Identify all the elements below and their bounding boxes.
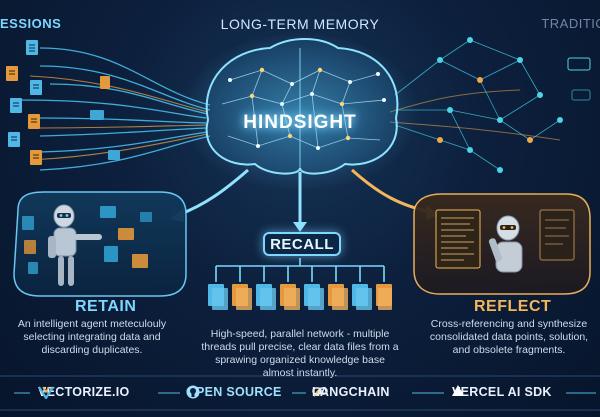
long-term-memory-header: LONG-TERM MEMORY xyxy=(220,16,380,32)
recall-description: High-speed, parallel network - multiple … xyxy=(201,328,399,379)
sessions-header: ESSIONS xyxy=(0,16,62,31)
brain-to-recall-arrow xyxy=(293,172,307,232)
document-icon xyxy=(232,284,252,310)
traditional-header: TRADITIO xyxy=(541,16,600,31)
reflect-screens xyxy=(435,209,575,269)
document-icon xyxy=(10,98,22,113)
document-icon xyxy=(26,40,38,55)
github-icon xyxy=(186,385,200,399)
traditional-network xyxy=(394,39,561,171)
document-icon xyxy=(328,284,348,310)
document-icon xyxy=(30,150,42,165)
vercel-label: VERCEL AI SDK xyxy=(452,385,552,399)
document-icon xyxy=(108,150,120,160)
document-icon xyxy=(352,284,372,310)
retain-data-cards xyxy=(22,206,152,274)
document-icon xyxy=(256,284,276,310)
vectorize-logo-icon xyxy=(38,386,54,399)
retain-description: An intelligent agent meteculouly selecti… xyxy=(17,318,167,356)
document-icon xyxy=(90,110,104,120)
document-icon xyxy=(30,80,42,95)
langchain-label: LANGCHAIN xyxy=(312,385,390,399)
footer-bar xyxy=(0,375,600,411)
document-icon xyxy=(208,284,228,310)
recall-document-icons xyxy=(208,284,392,310)
vercel-brand[interactable]: VERCEL AI SDK xyxy=(452,385,552,399)
recall-label: RECALL xyxy=(263,232,341,256)
open-source-brand[interactable]: OPEN SOURCE xyxy=(186,385,282,399)
document-icon xyxy=(304,284,324,310)
document-icon xyxy=(280,284,300,310)
document-icon xyxy=(28,114,40,129)
link-icon xyxy=(312,387,328,395)
document-icon xyxy=(8,132,20,147)
langchain-brand[interactable]: LANGCHAIN xyxy=(312,385,390,399)
document-icon xyxy=(376,284,392,310)
brain-icon xyxy=(180,32,420,192)
document-icon xyxy=(100,76,110,89)
document-icon xyxy=(6,66,18,81)
vectorize-label: VECTORIZE.IO xyxy=(38,385,130,399)
vectorize-brand[interactable]: VECTORIZE.IO xyxy=(38,385,130,399)
reflect-panel xyxy=(413,193,591,295)
session-document-icons xyxy=(6,40,120,165)
reflect-title: REFLECT xyxy=(474,298,552,315)
footer: VECTORIZE.IO OPEN SOURCE LANGCHAIN xyxy=(0,376,600,408)
hindsight-title: HINDSIGHT xyxy=(243,112,357,133)
retain-panel xyxy=(13,191,187,297)
reflect-description: Cross-referencing and synthesize consoli… xyxy=(429,318,589,356)
robot-icon xyxy=(48,204,102,286)
triangle-icon xyxy=(452,385,464,396)
recall-tree xyxy=(215,258,385,282)
robot-icon xyxy=(488,215,523,273)
retain-title: RETAIN xyxy=(75,298,137,315)
traditional-network-nodes xyxy=(437,37,591,173)
open-source-label: OPEN SOURCE xyxy=(186,385,282,399)
